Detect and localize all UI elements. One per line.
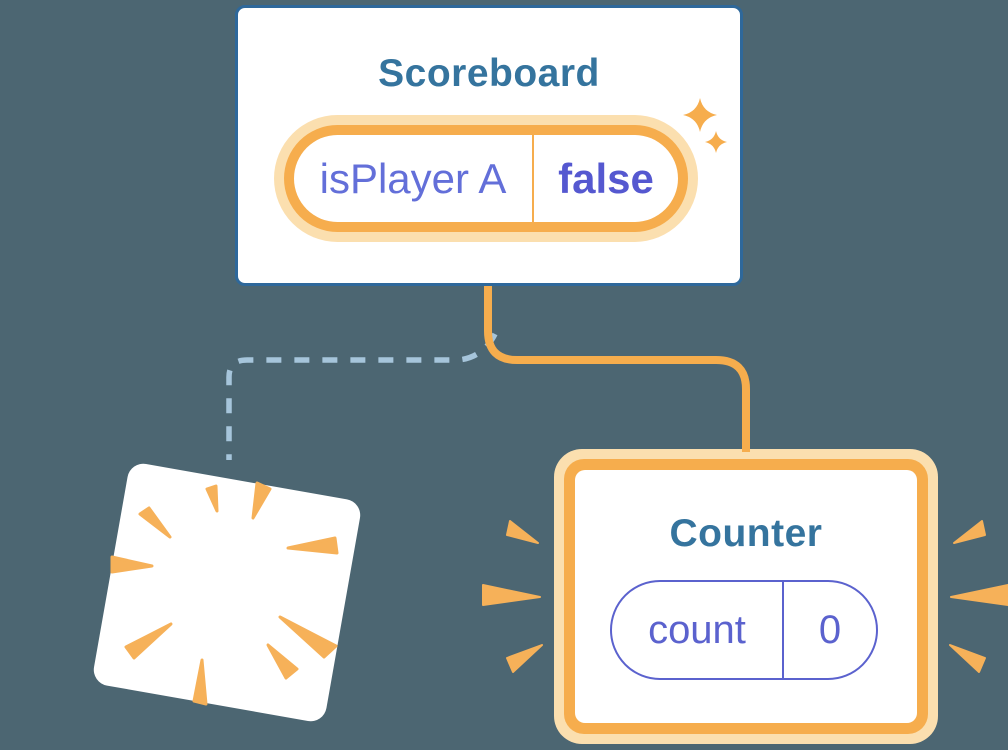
counter-card: Counter count 0	[554, 449, 938, 744]
state-label: isPlayer A	[319, 154, 507, 202]
counter-card-ring: Counter count 0	[564, 459, 928, 734]
scoreboard-title: Scoreboard	[378, 52, 600, 95]
state-value: 0	[818, 607, 842, 652]
counter-title: Counter	[669, 512, 823, 555]
state-label: count	[648, 607, 746, 652]
scoreboard-state-pill-ring: isPlayer A false	[284, 125, 688, 232]
removed-link-dashed-line	[226, 332, 498, 460]
counter-link-line	[484, 286, 750, 452]
sparkles-icon	[683, 98, 727, 153]
counter-state-pill: count 0	[610, 580, 878, 680]
poof-burst-icon	[110, 481, 339, 706]
scoreboard-state-pill-inner: isPlayer A false	[294, 135, 678, 222]
state-value: false	[558, 154, 654, 202]
emphasis-marks-icon	[482, 520, 1008, 673]
pill-divider	[532, 135, 534, 222]
counter-card-inner: Counter count 0	[575, 470, 917, 723]
scoreboard-card: Scoreboard isPlayer A false	[235, 5, 743, 286]
scoreboard-state-pill: isPlayer A false	[274, 115, 698, 242]
pill-divider	[782, 582, 784, 678]
